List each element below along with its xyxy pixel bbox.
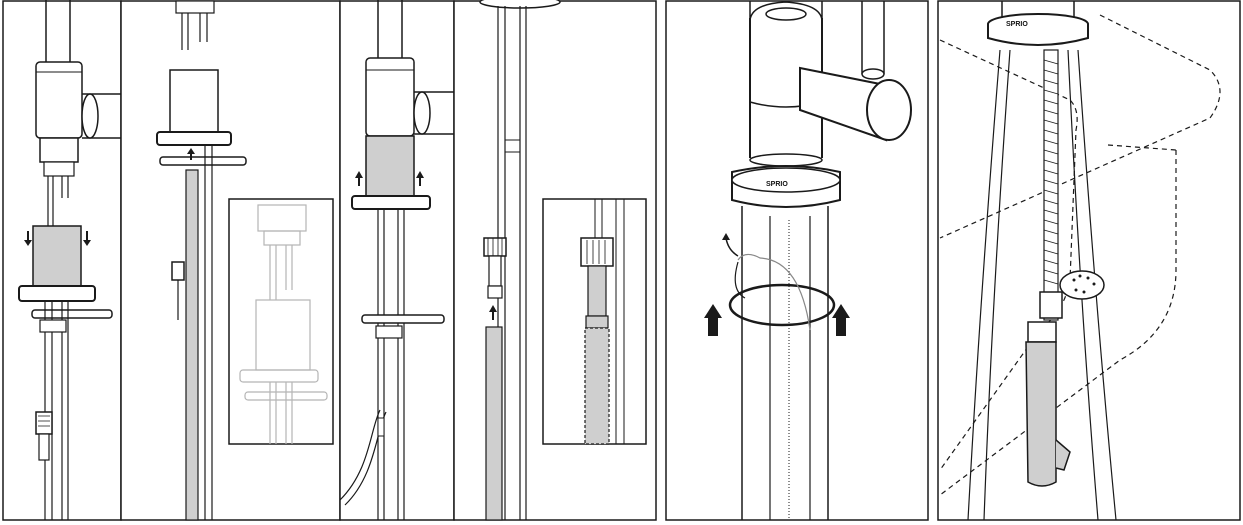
up-arrow-icon bbox=[416, 171, 424, 186]
gray-sleeve bbox=[32, 225, 82, 287]
panel-step-4 bbox=[453, 0, 657, 521]
brand-label: SPRIO bbox=[766, 181, 788, 188]
up-arrow-icon bbox=[355, 171, 363, 186]
panel-step-2 bbox=[120, 0, 341, 521]
panel-step-1 bbox=[2, 0, 122, 521]
panel-step-6: SPRIO bbox=[937, 0, 1241, 521]
rotate-arrow-icon bbox=[722, 233, 739, 257]
brand-label-2: SPRIO bbox=[1006, 21, 1028, 28]
gray-mounting-tool bbox=[1025, 341, 1057, 487]
gray-body-section bbox=[365, 135, 415, 197]
up-arrow-icon bbox=[187, 148, 195, 160]
inset-detail-step-2 bbox=[228, 198, 334, 445]
panel-step-3 bbox=[339, 0, 455, 521]
panel-step-5: SPRIO bbox=[665, 0, 929, 521]
up-arrow-icon bbox=[489, 305, 497, 320]
gray-hose bbox=[485, 326, 503, 521]
up-arrow-icon bbox=[704, 304, 722, 336]
down-arrow-icon bbox=[24, 231, 32, 246]
gray-hose bbox=[185, 169, 199, 521]
up-arrow-icon bbox=[832, 304, 850, 336]
down-arrow-icon bbox=[83, 231, 91, 246]
inset-detail-step-4 bbox=[542, 198, 647, 445]
